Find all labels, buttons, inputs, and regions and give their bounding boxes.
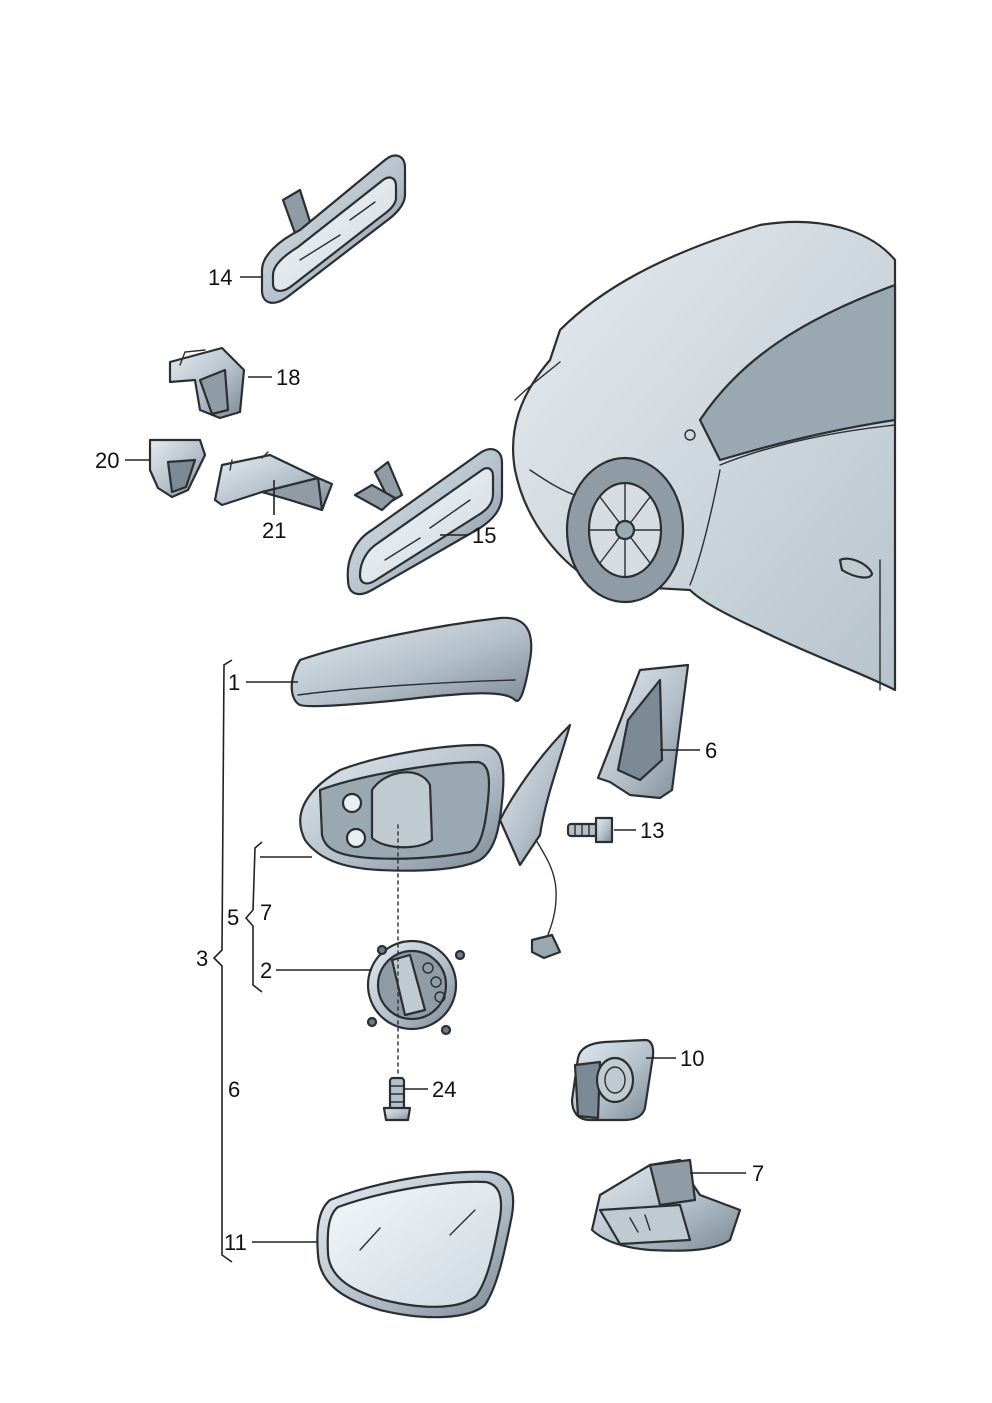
- callout-6-lower: 6: [228, 1077, 240, 1102]
- callout-labels: 14 18 20 21 15 1 6 13 5 7 3 2 10 24 6 7 …: [95, 265, 764, 1255]
- switch-10: [570, 1038, 655, 1122]
- callout-6-triangle: 6: [705, 738, 717, 763]
- callout-7-base: 7: [752, 1161, 764, 1186]
- callout-24: 24: [432, 1077, 456, 1102]
- callout-1: 1: [228, 670, 240, 695]
- callout-20: 20: [95, 448, 119, 473]
- callout-3: 3: [196, 946, 208, 971]
- callout-13: 13: [640, 818, 664, 843]
- interior-mirror-14: [260, 154, 407, 304]
- screw-13: [566, 816, 614, 844]
- mirror-glass-11: [316, 1170, 515, 1319]
- assembly-braces: [212, 659, 263, 1263]
- callout-15: 15: [472, 523, 496, 548]
- adjustment-motor-2: [366, 939, 466, 1036]
- cover-20: [148, 438, 207, 499]
- car-front-illustration: [511, 220, 897, 692]
- callout-11: 11: [224, 1230, 247, 1255]
- triangle-cover-6: [596, 663, 690, 800]
- callout-2: 2: [260, 958, 272, 983]
- screw-24: [382, 1076, 412, 1122]
- callout-7-housing: 7: [260, 900, 272, 925]
- interior-mirror-15: [346, 448, 504, 596]
- callout-14: 14: [208, 265, 232, 290]
- leader-lines: [125, 276, 746, 1243]
- base-7: [590, 1158, 742, 1252]
- mirror-housing-7: [299, 723, 572, 960]
- callout-5: 5: [227, 905, 239, 930]
- callout-18: 18: [276, 365, 300, 390]
- bracket-18: [168, 346, 246, 420]
- callout-21: 21: [262, 518, 286, 543]
- housing-cap-1: [290, 616, 533, 708]
- callout-10: 10: [680, 1046, 704, 1071]
